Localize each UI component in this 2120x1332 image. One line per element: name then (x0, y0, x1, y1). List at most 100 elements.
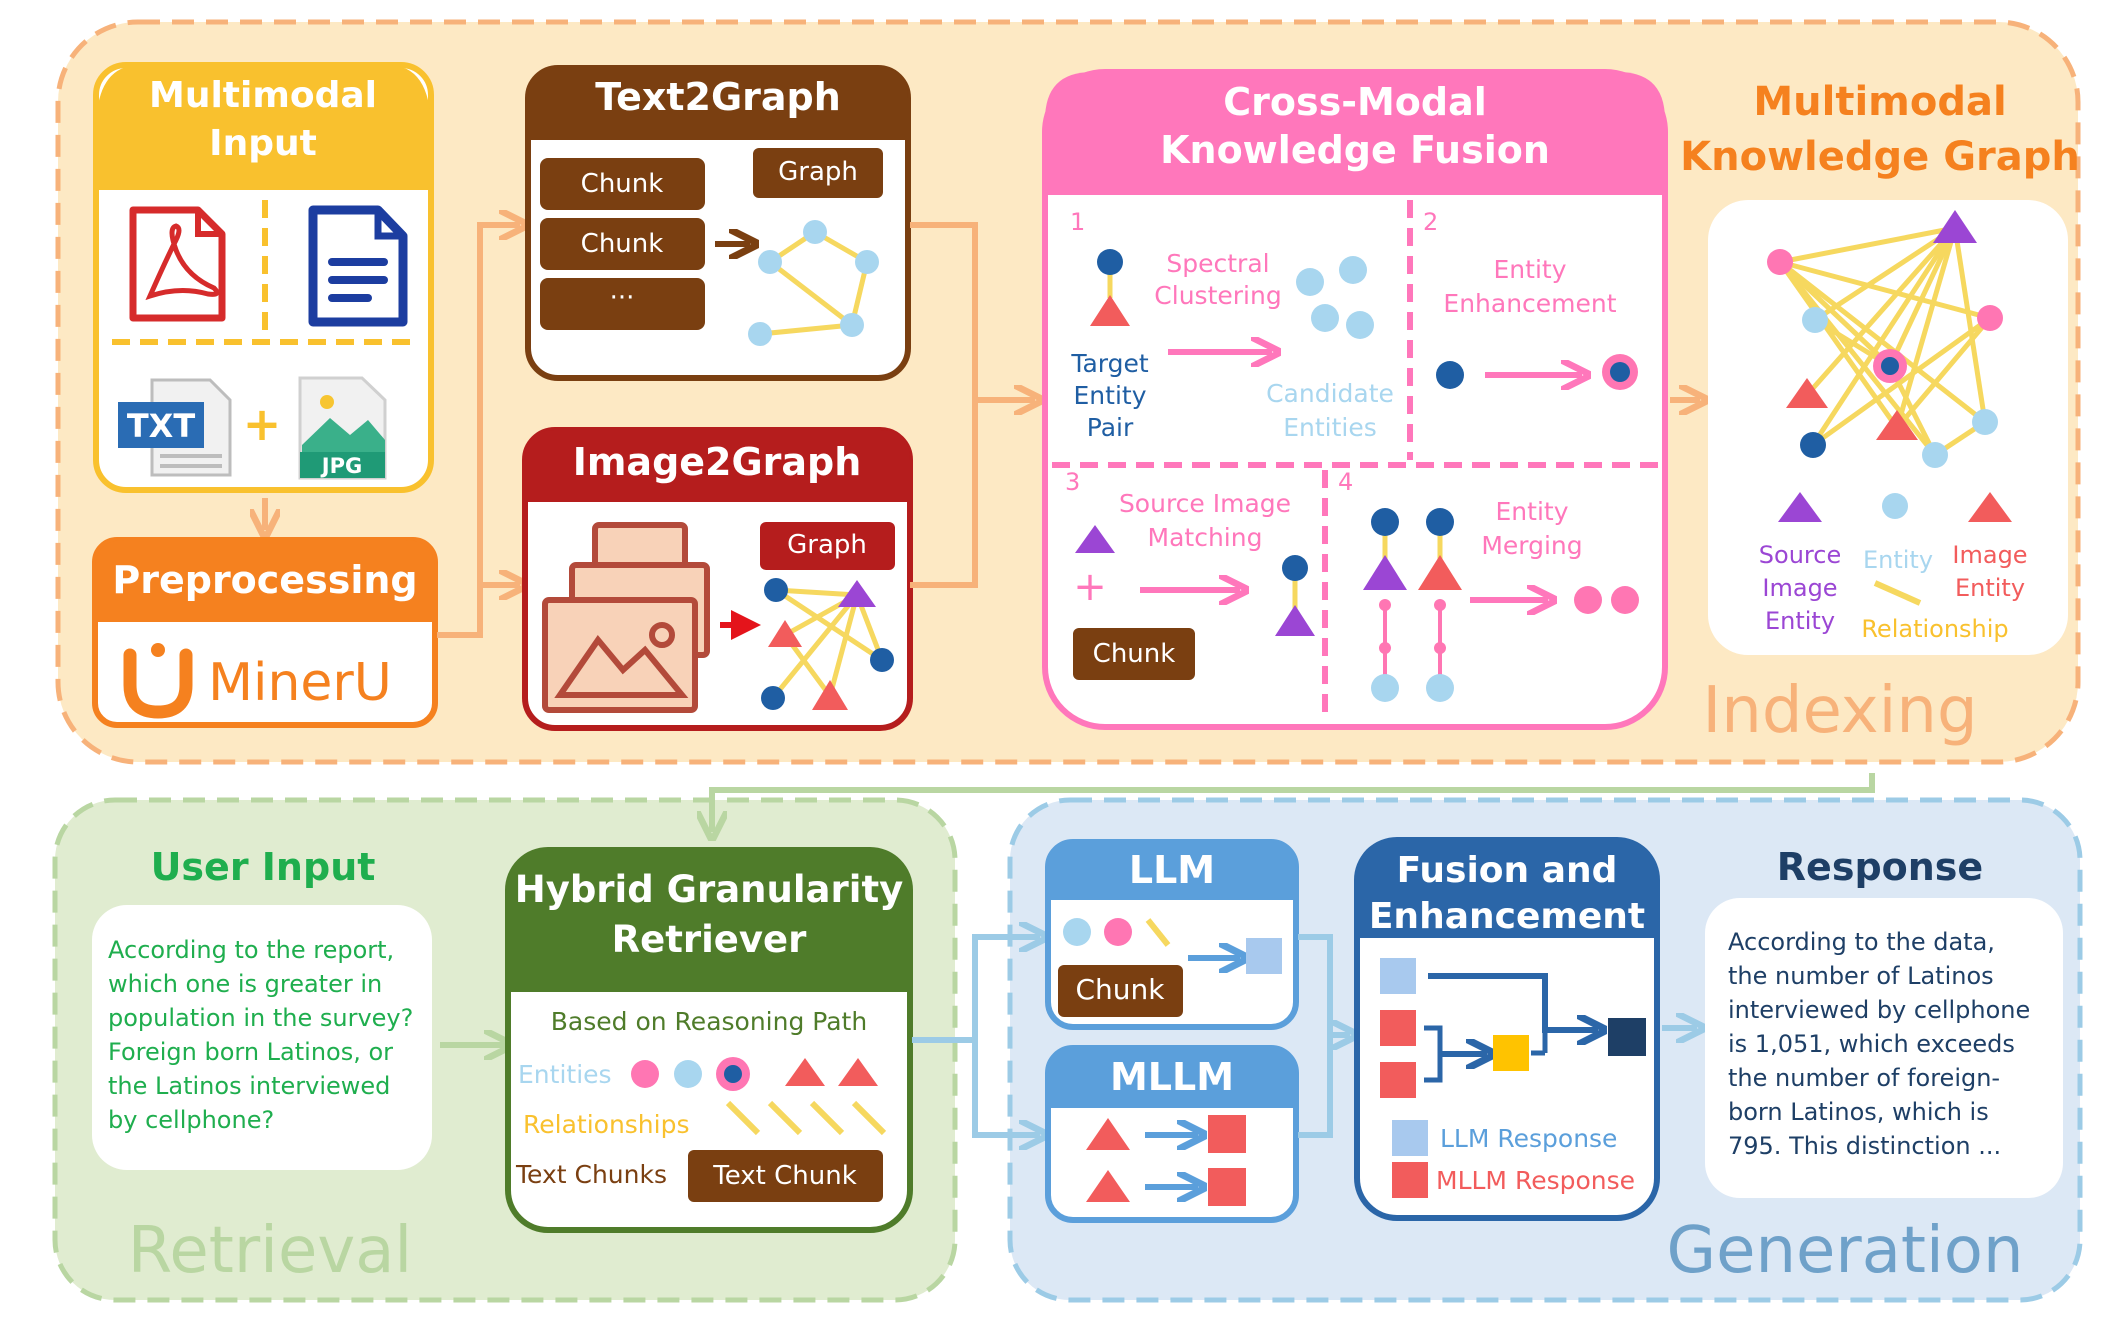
user-input-line: by cellphone? (108, 1106, 274, 1134)
step4-entity-merging: 4 Entity Merging (1338, 468, 1639, 702)
indexing-label: Indexing (1702, 674, 1977, 748)
legend-entity: Entity (1863, 546, 1933, 574)
mmkg-title-1: Multimodal (1753, 79, 2006, 125)
legend-relationship: Relationship (1861, 615, 2008, 643)
generation-label: Generation (1666, 1214, 2023, 1288)
user-input-card (92, 905, 432, 1170)
mmkg-section: Multimodal Knowledge Graph (1680, 79, 2080, 655)
mmkg-graph-icon (1767, 210, 2003, 468)
retriever-relationships-label: Relationships (523, 1110, 690, 1139)
step3-number: 3 (1065, 468, 1080, 496)
user-input-line: which one is greater in (108, 970, 382, 998)
response-title: Response (1777, 845, 1983, 889)
user-input-line: population in the survey? (108, 1004, 413, 1032)
step4-number: 4 (1338, 468, 1353, 496)
retriever-entities-label: Entities (518, 1060, 612, 1089)
chunk-label: Chunk (581, 169, 664, 199)
multimodal-input-title-2: Input (209, 123, 317, 164)
chunk-box (540, 158, 705, 210)
legend-image-2: Entity (1955, 574, 2025, 602)
source-image-matching-2: Matching (1148, 523, 1263, 552)
mineru-logo-icon (123, 643, 193, 719)
response-line: 795. This distinction ... (1728, 1132, 2001, 1160)
image2graph-card: Image2Graph Graph (522, 427, 913, 731)
fusion-enhancement-title-2: Enhancement (1369, 896, 1645, 937)
user-input-line: According to the report, (108, 936, 394, 964)
step3-chunk-box (1073, 628, 1195, 680)
step3-plus: + (1073, 564, 1107, 610)
entity-enhancement-2: Enhancement (1443, 289, 1616, 318)
text2graph-title: Text2Graph (595, 75, 841, 119)
jpg-icon: JPG (298, 376, 387, 480)
step2-number: 2 (1423, 208, 1438, 236)
legend-source-1: Source (1759, 541, 1841, 569)
legend-llm-response: LLM Response (1440, 1124, 1617, 1153)
step3-chunk-label: Chunk (1093, 639, 1176, 669)
fusion-enhancement-title-1: Fusion and (1397, 850, 1618, 891)
preprocessing-card: Preprocessing MinerU (92, 537, 438, 728)
multimodal-input-card: Multimodal Input TXT + (93, 62, 434, 493)
llm-title: LLM (1129, 848, 1215, 892)
graph-badge-label: Graph (778, 157, 858, 187)
target-entity-pair-2: Entity (1074, 381, 1147, 410)
retriever-title-2: Retriever (612, 918, 808, 961)
chunk-label: Chunk (581, 229, 664, 259)
input-plus-sign: + (243, 397, 282, 451)
txt-icon: TXT (118, 378, 232, 477)
legend-source-3: Entity (1765, 607, 1835, 635)
response-line: born Latinos, which is (1728, 1098, 1989, 1126)
chunk-box (540, 278, 705, 330)
response-card (1705, 898, 2063, 1198)
text-chunk-label: Text Chunk (712, 1161, 857, 1191)
response-line: the number of foreign- (1728, 1064, 2000, 1092)
llm-card: LLM Chunk (1045, 839, 1299, 1030)
text-chunk-box (688, 1150, 883, 1202)
preprocessing-title: Preprocessing (112, 558, 417, 602)
mmkg-title-2: Knowledge Graph (1680, 134, 2080, 180)
target-entity-pair-3: Pair (1087, 413, 1134, 442)
mllm-card: MLLM (1045, 1045, 1299, 1223)
mineru-label: MinerU (208, 653, 392, 713)
legend-image-1: Image (1952, 541, 2027, 569)
llm-chunk-label: Chunk (1075, 973, 1165, 1006)
image-stack-icon (542, 522, 710, 713)
entity-merging-2: Merging (1481, 531, 1582, 560)
doc-icon (308, 205, 408, 327)
multimodal-input-title-1: Multimodal (149, 75, 377, 116)
hybrid-retriever-card: Hybrid Granularity Retriever Based on Re… (505, 847, 913, 1233)
image2graph-title: Image2Graph (573, 440, 862, 484)
step1-spectral-clustering: 1 Target Entity Pair Spectral Clustering… (1070, 208, 1394, 442)
user-input-line: Foreign born Latinos, or (108, 1038, 393, 1066)
graph-badge-label: Graph (787, 530, 867, 560)
chunk-box (540, 218, 705, 270)
response-line: According to the data, (1728, 928, 1995, 956)
target-entity-pair-1: Target (1070, 349, 1149, 378)
mllm-title: MLLM (1110, 1055, 1234, 1099)
response-text: According to the data, the number of Lat… (1728, 928, 2030, 1160)
pdf-icon (129, 206, 226, 322)
txt-icon-label: TXT (127, 407, 196, 445)
fusion-enhancement-card: Fusion and Enhancement LLM Response MLLM… (1354, 837, 1660, 1221)
legend-source-2: Image (1762, 574, 1837, 602)
text2graph-card: Text2Graph Chunk Chunk ··· Graph (525, 65, 911, 381)
llm-chunk-box (1058, 965, 1183, 1017)
retrieval-label: Retrieval (128, 1214, 412, 1288)
source-image-matching-1: Source Image (1119, 489, 1291, 518)
fusion-title-2: Knowledge Fusion (1160, 128, 1550, 172)
retriever-subtitle: Based on Reasoning Path (551, 1007, 867, 1036)
user-input-line: the Latinos interviewed (108, 1072, 390, 1100)
user-input-title: User Input (151, 845, 376, 889)
chunk-label: ··· (610, 283, 635, 313)
response-line: interviewed by cellphone (1728, 996, 2030, 1024)
graph-badge (753, 148, 883, 198)
retriever-text-chunks-label: Text Chunks (515, 1160, 667, 1189)
spectral-clustering-1: Spectral (1166, 249, 1269, 278)
step3-source-image-matching: 3 Source Image Matching + Chunk (1065, 468, 1315, 680)
retriever-title-1: Hybrid Granularity (515, 868, 904, 911)
entity-enhancement-1: Entity (1494, 255, 1567, 284)
user-input-text: According to the report, which one is gr… (108, 936, 413, 1134)
text-graph-icon (748, 220, 879, 346)
candidate-entities-1: Candidate (1266, 379, 1394, 408)
candidate-entities-2: Entities (1283, 413, 1377, 442)
